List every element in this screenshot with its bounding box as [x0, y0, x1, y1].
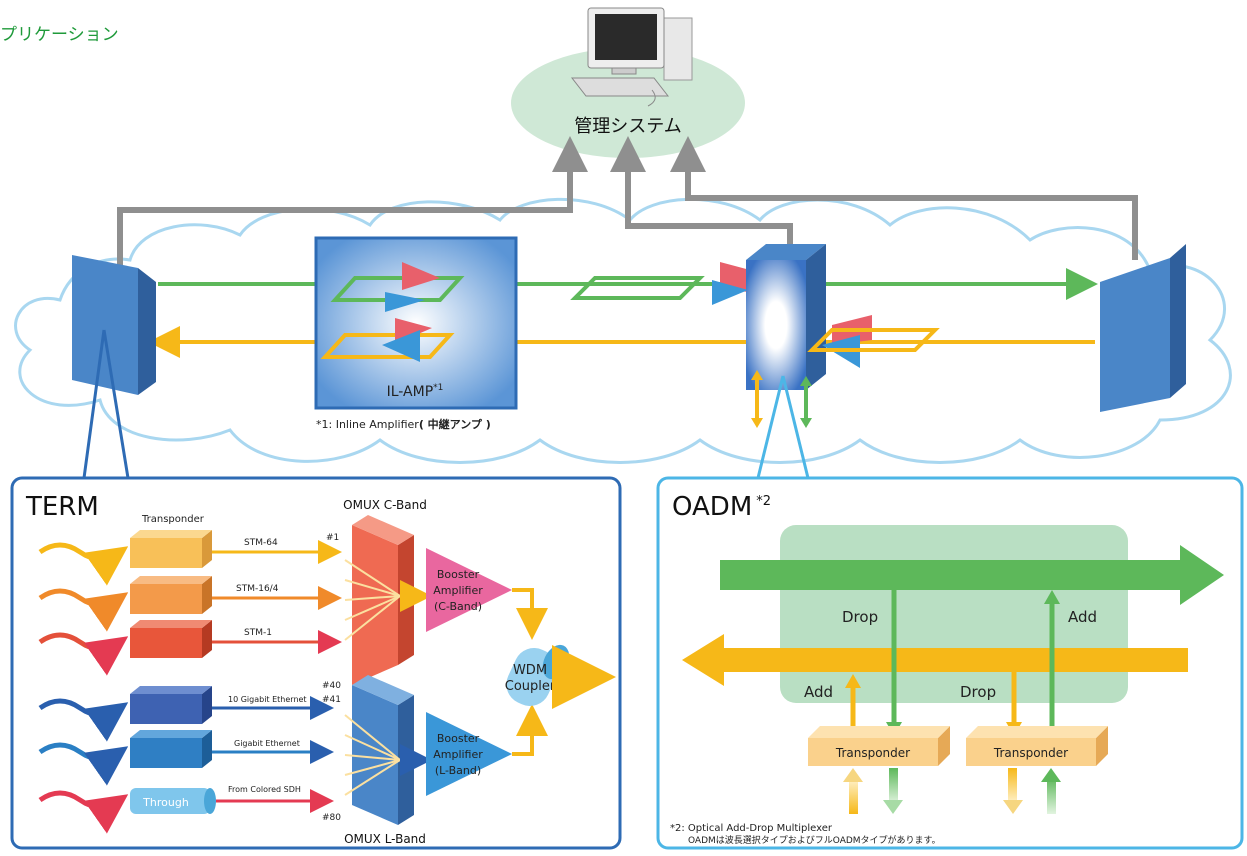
term-node-left — [72, 255, 156, 395]
oadm-client-arrows — [843, 768, 1061, 814]
oadm-footnote-2: OADMは波長選択タイプおよびフルOADMタイプがあります。 — [688, 834, 941, 846]
oadm-yellow-arrow — [682, 634, 1188, 686]
il-amp-label: IL-AMP*1 — [387, 383, 444, 400]
oadm-add-2: Add — [804, 683, 833, 701]
wdm-label: WDM Coupler — [505, 663, 556, 694]
booster-l-line3: (L-Band) — [435, 764, 481, 777]
input-signals — [38, 542, 129, 834]
booster-c-amplifier — [426, 548, 512, 632]
signal-label-stm1: STM-1 — [244, 628, 272, 638]
booster-l-line1: Booster — [437, 732, 480, 745]
through-cylinder — [130, 788, 210, 814]
footnote-inline-amplifier: *1: Inline Amplifier( 中継アンプ ) — [316, 417, 491, 431]
oadm-title-text: OADM — [672, 492, 752, 522]
green-channel-shape — [570, 276, 705, 300]
signal-label-stm64: STM-64 — [244, 538, 278, 548]
oadm-title-sup: *2 — [756, 494, 771, 509]
booster-c-line3: (C-Band) — [434, 600, 482, 613]
oadm-drop-1: Drop — [842, 608, 878, 626]
transponder-header: Transponder — [141, 514, 205, 525]
signal-labels: STM-64 STM-16/4 STM-1 10 Gigabit Etherne… — [228, 538, 307, 794]
oadm-add-1: Add — [1068, 608, 1097, 626]
oadm-drop-2: Drop — [960, 683, 996, 701]
booster-l-amplifier — [426, 712, 512, 796]
oadm-transponder-2: Transponder — [993, 746, 1068, 760]
il-amp-text: IL-AMP — [387, 384, 434, 400]
footnote-paren: ( 中継アンプ ) — [419, 417, 491, 431]
oadm-node — [712, 244, 940, 390]
computer-icon — [570, 7, 693, 107]
management-label: 管理システム — [574, 116, 681, 137]
channel-80: #80 — [322, 813, 341, 823]
booster-l-line2: Amplifier — [433, 748, 483, 761]
channel-labels: #1 #40 #41 #80 — [322, 533, 341, 823]
term-title: TERM — [25, 492, 99, 522]
omux-l-band — [352, 675, 414, 825]
term-node-right — [1100, 244, 1186, 412]
booster-c-label: Booster Amplifier (C-Band) — [433, 568, 483, 613]
oadm-labels: Drop Add Add Drop — [804, 608, 1097, 701]
il-amp-sup: *1 — [433, 383, 443, 393]
footnote-marker: * — [316, 418, 322, 431]
il-amp-node — [314, 236, 518, 410]
omux-c-label: OMUX C-Band — [343, 498, 427, 512]
fan-lines — [344, 559, 401, 796]
wdm-line2: Coupler — [505, 679, 556, 694]
wdm-line1: WDM — [513, 663, 547, 678]
omux-l-label: OMUX L-Band — [344, 832, 426, 846]
oadm-title: OADM *2 — [672, 492, 771, 522]
booster-l-label: Booster Amplifier (L-Band) — [433, 732, 483, 777]
oadm-add-drop-arrows — [751, 370, 812, 428]
channel-40: #40 — [322, 681, 341, 691]
oadm-green-arrow — [720, 545, 1224, 605]
page-title: プリケーション — [0, 25, 119, 45]
signal-label-10ge: 10 Gigabit Ethernet — [228, 695, 307, 704]
transponder-boxes — [130, 530, 216, 814]
amp-to-wdm-arrows — [512, 588, 548, 756]
signal-label-sdh: From Colored SDH — [228, 785, 301, 794]
through-label: Through — [142, 796, 189, 809]
oadm-footnote-1: *2: Optical Add-Drop Multiplexer — [670, 823, 833, 834]
signal-label-stm16: STM-16/4 — [236, 584, 279, 594]
channel-1: #1 — [326, 533, 339, 543]
signal-lines — [212, 540, 342, 813]
channel-41: #41 — [322, 695, 341, 705]
oadm-transponders — [808, 726, 1108, 766]
management-links — [117, 136, 1138, 268]
footnote-text: 1: Inline Amplifier — [322, 418, 420, 431]
signal-label-ge: Gigabit Ethernet — [234, 739, 300, 748]
booster-c-line2: Amplifier — [433, 584, 483, 597]
oadm-transponder-1: Transponder — [835, 746, 910, 760]
booster-c-line1: Booster — [437, 568, 480, 581]
network-cloud — [14, 197, 1232, 464]
omux-c-band — [352, 515, 414, 685]
